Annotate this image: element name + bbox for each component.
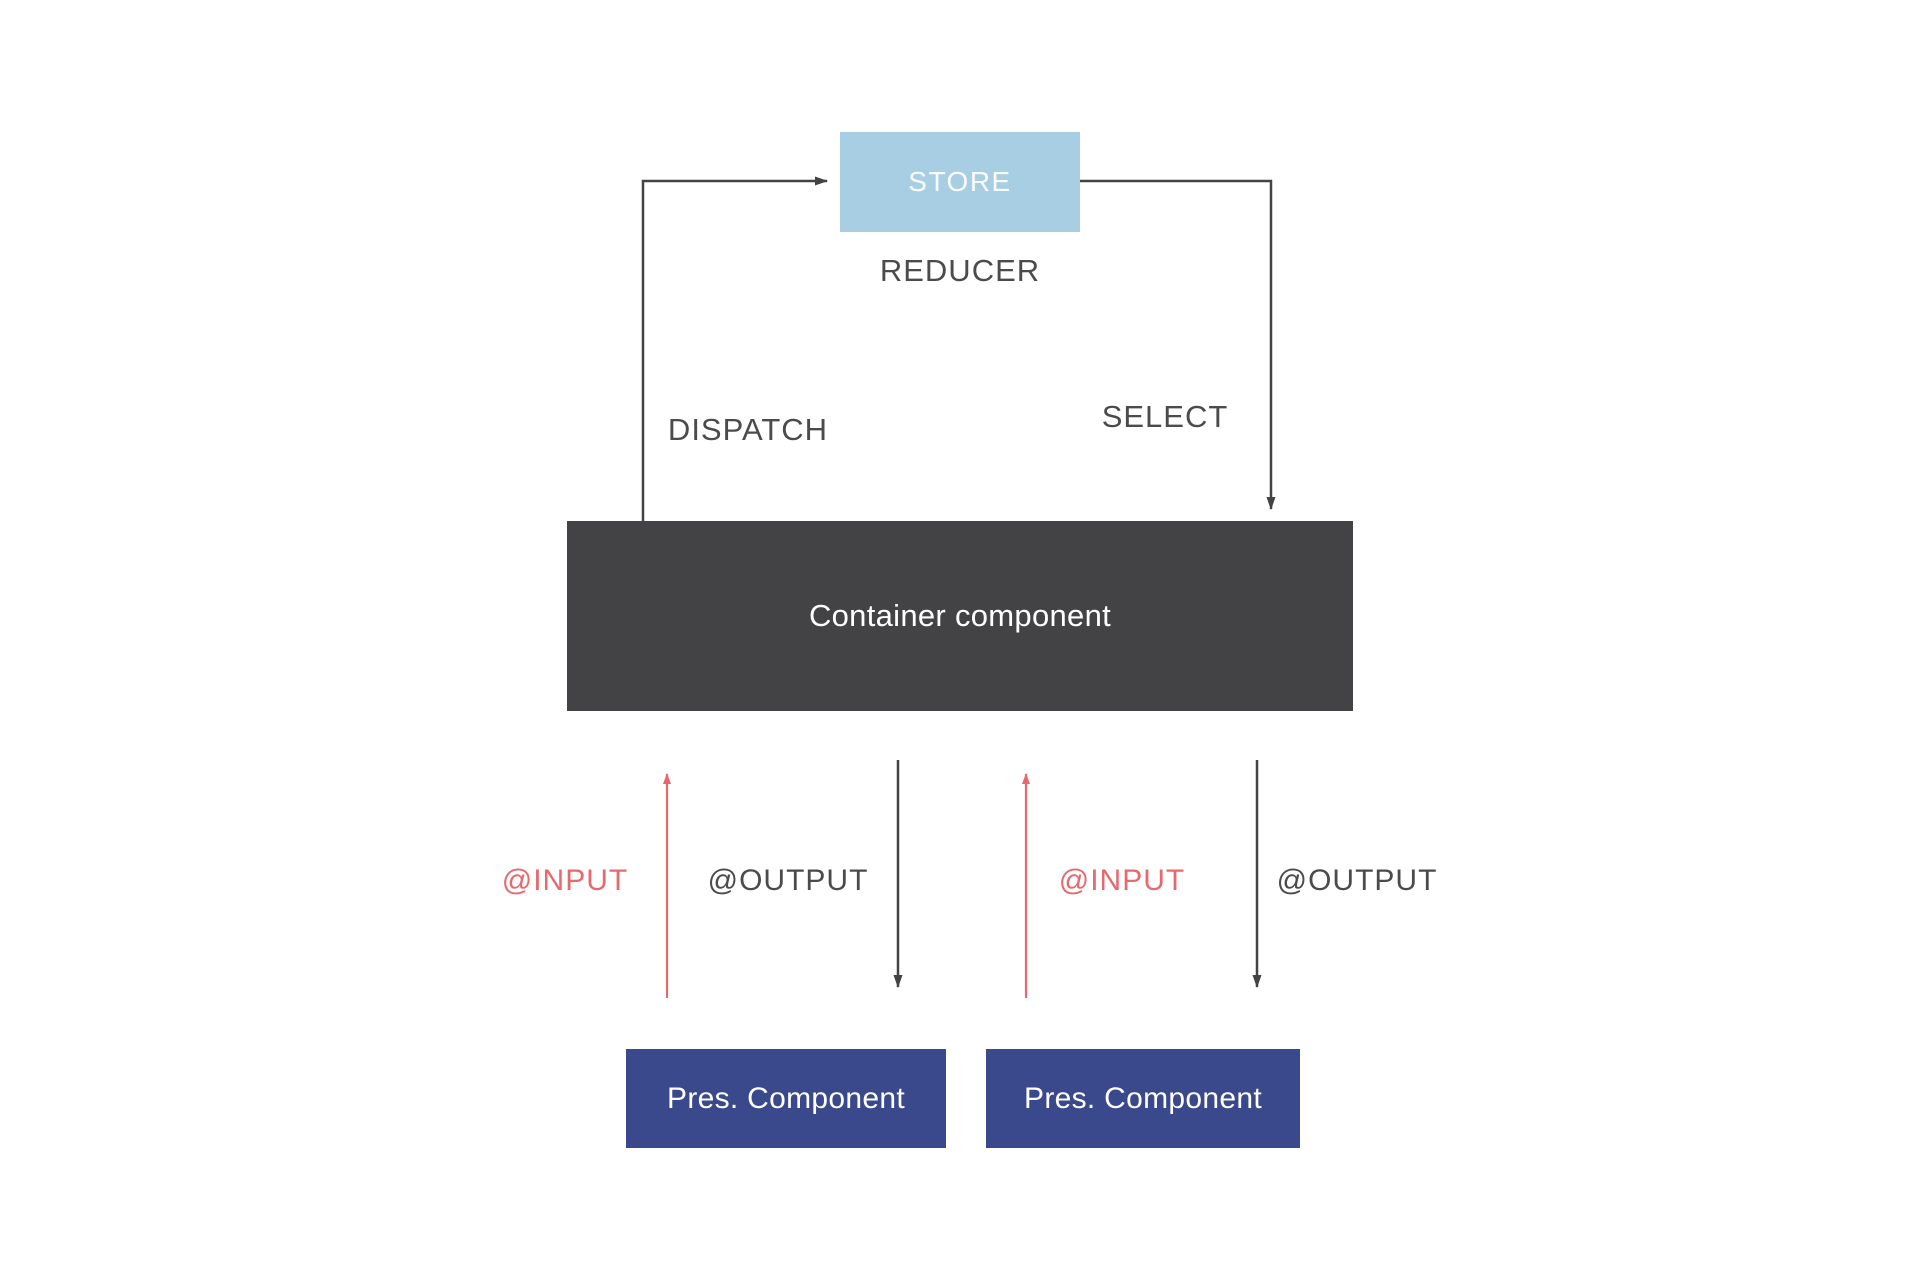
- output-label-right: @OUTPUT: [1276, 864, 1438, 897]
- store-box: STORE: [840, 132, 1080, 232]
- pres-component-label-left: Pres. Component: [667, 1081, 905, 1115]
- dispatch-label: DISPATCH: [667, 412, 829, 447]
- container-component-box: Container component: [567, 521, 1353, 711]
- store-label: STORE: [908, 166, 1012, 197]
- input-label-left: @INPUT: [501, 864, 629, 897]
- container-component-label: Container component: [808, 598, 1112, 633]
- output-label-left: @OUTPUT: [707, 864, 869, 897]
- pres-component-box-left: Pres. Component: [626, 1049, 946, 1148]
- pres-component-box-right: Pres. Component: [986, 1049, 1300, 1148]
- select-arrow: [1080, 179, 1276, 510]
- dispatch-arrow: [641, 176, 828, 521]
- pres-component-label-right: Pres. Component: [1024, 1081, 1262, 1115]
- select-label: SELECT: [1101, 399, 1229, 434]
- input-label-right: @INPUT: [1058, 864, 1186, 897]
- reducer-label: REDUCER: [879, 253, 1041, 288]
